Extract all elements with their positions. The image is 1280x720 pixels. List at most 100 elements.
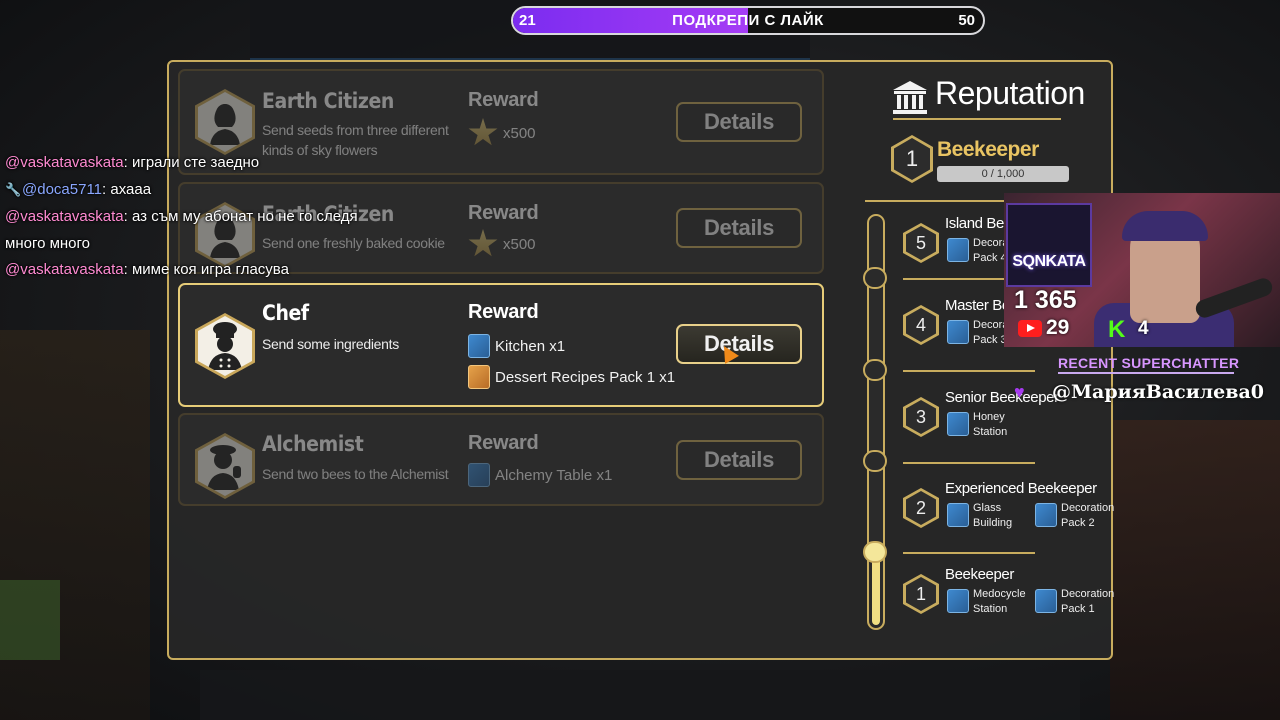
- recipe-book-icon: [468, 365, 490, 389]
- quest-title: Earth Citizen: [262, 202, 394, 226]
- like-goal-fill: [513, 8, 748, 33]
- scene-background-bottom: [200, 670, 1080, 720]
- like-goal-bar: 21 ПОДКРЕПИ С ЛАЙК 50: [511, 6, 985, 35]
- chat-text: ахааа: [110, 181, 152, 198]
- quest-description: Send some ingredients: [262, 336, 399, 352]
- rank-reward-text: Glass Building: [973, 502, 1013, 529]
- rank-rewards: Glass Building Decoration Pack 2: [947, 501, 1115, 531]
- reward-text: Kitchen x1: [495, 337, 566, 355]
- rank-separator: [903, 462, 1035, 464]
- blueprint-icon: [947, 589, 969, 613]
- quest-icon-frame: [195, 433, 255, 499]
- bank-icon: [893, 81, 927, 114]
- reward-text: x500: [503, 235, 536, 253]
- rank-name: Experienced Beekeeper: [945, 480, 1097, 497]
- rank-reward-text: Medocycle Station: [973, 588, 1026, 615]
- quest-panel: Earth Citizen Send seeds from three diff…: [167, 60, 1115, 660]
- current-level-badge: 1: [891, 135, 933, 183]
- chat-username: @doca5711: [22, 181, 103, 198]
- track-node: [863, 267, 887, 289]
- rank-level-badge: 3: [903, 397, 939, 437]
- quest-card-earth-citizen-2: Earth Citizen Send one freshly baked coo…: [178, 182, 824, 274]
- quest-title: Chef: [262, 301, 309, 325]
- reward-label: Reward: [468, 202, 539, 224]
- star-icon: [468, 229, 498, 257]
- rank-reward-text: Decoration Pack 1: [1061, 588, 1115, 615]
- blueprint-icon: [947, 503, 969, 527]
- rank-separator: [903, 552, 1035, 554]
- rank-level-badge: 4: [903, 305, 939, 345]
- chat-text: аз съм му абонат но не го следя: [131, 208, 358, 225]
- woman-silhouette-icon: [210, 104, 240, 145]
- track-node: [863, 450, 887, 472]
- quest-icon-frame: [195, 89, 255, 155]
- rank-name: Beekeeper: [945, 566, 1014, 583]
- superchatter-label: RECENT SUPERCHATTER: [1058, 355, 1240, 371]
- scene-background-green-block: [0, 580, 60, 660]
- blueprint-icon: [947, 238, 969, 262]
- reward-text: Dessert Recipes Pack 1 x1: [495, 368, 676, 386]
- heart-icon: ♥: [1014, 382, 1025, 402]
- blueprint-icon: [468, 463, 490, 487]
- blueprint-icon: [947, 412, 969, 436]
- superchatter-name: @МарияВасилева0: [1052, 381, 1265, 403]
- microphone-icon: [1193, 275, 1275, 321]
- chat-message: @vaskatavaskata: аз съм му абонат но не …: [5, 208, 358, 225]
- quest-description: Send two bees to the Alchemist: [262, 466, 449, 482]
- blueprint-icon: [468, 334, 490, 358]
- rank-level-number: 3: [906, 400, 936, 434]
- rank-reward-text: Decoration Pack 2: [1061, 502, 1115, 529]
- woman-silhouette-icon: [210, 217, 240, 258]
- reward-item: Kitchen x1: [468, 334, 565, 358]
- rank-rewards: Honey Station: [947, 410, 1027, 440]
- rank-reward-text: Honey Station: [973, 411, 1008, 438]
- details-button[interactable]: Details: [676, 440, 802, 480]
- chat-message: @vaskatavaskata: миме коя игра гласува: [5, 261, 289, 278]
- channel-badge: SQNKATA: [1006, 203, 1092, 287]
- reward-item: x500: [468, 229, 536, 259]
- youtube-icon: [1018, 320, 1042, 337]
- rank-level-badge: 1: [903, 574, 939, 614]
- follower-count: 1 365: [1014, 286, 1077, 314]
- track-node: [863, 359, 887, 381]
- chat-text: миме коя игра гласува: [131, 261, 289, 278]
- reputation-track: [867, 214, 885, 630]
- rank-separator: [903, 370, 1035, 372]
- quest-card-earth-citizen-1: Earth Citizen Send seeds from three diff…: [178, 69, 824, 175]
- reward-item: Alchemy Table x1: [468, 463, 612, 487]
- reward-text: x500: [503, 124, 536, 142]
- details-button[interactable]: Details: [676, 324, 802, 364]
- rank-reward: Decoration Pack 2: [1035, 501, 1115, 531]
- superchatter-underline: [1058, 372, 1234, 374]
- rank-reward: Medocycle Station: [947, 587, 1027, 617]
- details-button[interactable]: Details: [676, 208, 802, 248]
- reward-label: Reward: [468, 432, 539, 454]
- reward-item: Dessert Recipes Pack 1 x1: [468, 365, 675, 389]
- chef-silhouette-icon: [208, 322, 242, 370]
- quest-description: Send seeds from three different kinds of…: [262, 122, 449, 158]
- details-button[interactable]: Details: [676, 102, 802, 142]
- chat-message: 🔧@doca5711: ахааа: [5, 181, 152, 198]
- current-rank-name: Beekeeper: [937, 138, 1039, 161]
- reputation-divider: [865, 200, 1105, 202]
- chat-username: @vaskatavaskata: [5, 154, 124, 171]
- rank-rewards: Medocycle Station Decoration Pack 1: [947, 587, 1115, 617]
- reputation-title-underline: [893, 118, 1061, 120]
- rank-level-badge: 2: [903, 488, 939, 528]
- quest-title: Alchemist: [262, 432, 364, 456]
- channel-badge-text: SQNKATA: [1012, 253, 1086, 270]
- reputation-title: Reputation: [935, 75, 1085, 111]
- like-goal-title: ПОДКРЕПИ С ЛАЙК: [672, 12, 824, 29]
- blueprint-icon: [1035, 503, 1057, 527]
- kick-viewer-count: 4: [1138, 318, 1149, 339]
- rank-reward: Honey Station: [947, 410, 1027, 440]
- rank-level-number: 5: [906, 226, 936, 260]
- rank-reward: Glass Building: [947, 501, 1027, 531]
- rank-separator: [903, 278, 1035, 280]
- reward-label: Reward: [468, 301, 539, 323]
- blueprint-icon: [1035, 589, 1057, 613]
- rank-reward: Decoration Pack 1: [1035, 587, 1115, 617]
- rank-name: Senior Beekeeper: [945, 389, 1059, 406]
- like-goal-target: 50: [958, 12, 975, 29]
- rank-level-badge: 5: [903, 223, 939, 263]
